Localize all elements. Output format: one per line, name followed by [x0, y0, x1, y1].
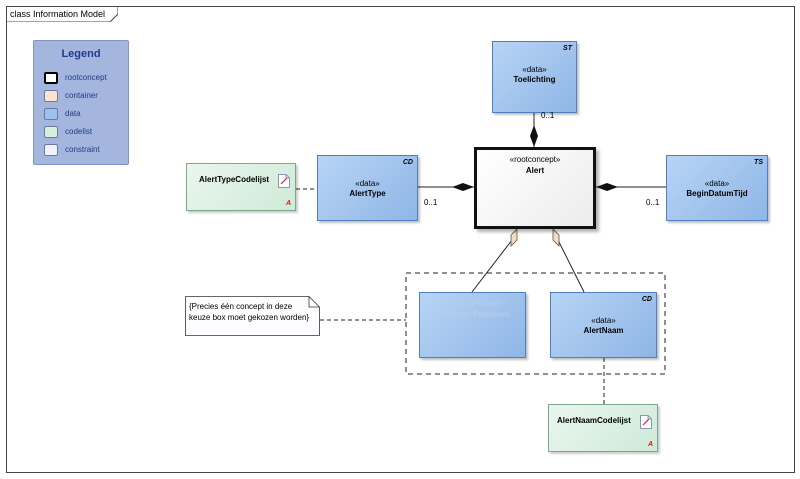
- document-icon: [278, 174, 290, 188]
- class-toelichting[interactable]: ST «data» Toelichting: [492, 41, 577, 113]
- alerttype-type-tag: CD: [402, 159, 413, 166]
- begindatumtijd-name: BeginDatumTijd: [686, 189, 748, 198]
- begindatumtijd-stereotype: «data»: [704, 179, 730, 188]
- multiplicity-toelichting: 0..1: [541, 111, 555, 120]
- legend-swatch-data: [44, 108, 58, 120]
- alerttypecodelijst-name: AlertTypeCodelijst: [199, 175, 270, 184]
- alerttype-composition-diamond: [452, 183, 474, 191]
- frame-tab-outline: [6, 6, 118, 22]
- class-alert[interactable]: «rootconcept» Alert: [474, 147, 596, 229]
- alertnaam-stereotype: «data»: [591, 316, 616, 325]
- legend-title: Legend: [61, 48, 101, 60]
- multiplicity-alerttype: 0..1: [424, 198, 438, 207]
- constraint-note[interactable]: {Precies één concept in deze keuze box m…: [185, 296, 320, 336]
- alert-stereotype: «rootconcept»: [509, 155, 561, 164]
- alerttypecodelijst-abstract-mark: A: [285, 200, 291, 207]
- toelichting-stereotype: «data»: [522, 65, 547, 74]
- toelichting-composition-diamond: [530, 125, 538, 147]
- frame-title-tab: class Information Model: [6, 6, 118, 22]
- toelichting-name: Toelichting: [513, 75, 556, 84]
- codelist-alerttypecodelijst[interactable]: AlertTypeCodelijst A: [186, 163, 296, 211]
- choice-box[interactable]: [405, 272, 666, 375]
- legend-swatch-constraint: [44, 144, 58, 156]
- document-icon: [640, 415, 652, 429]
- begindatumtijd-composition-diamond: [596, 183, 618, 191]
- alertnaam-name: AlertNaam: [583, 326, 624, 335]
- class-begindatumtijd[interactable]: TS «data» BeginDatumTijd: [666, 155, 768, 221]
- legend: Legend rootconcept container data codeli…: [33, 40, 129, 165]
- note-outline: [185, 296, 320, 336]
- codelist-alertnaamcodelijst[interactable]: AlertNaamCodelijst A: [548, 404, 658, 452]
- legend-swatch-codelist: [44, 126, 58, 138]
- conditie-connector[interactable]: [471, 239, 513, 293]
- class-conditie-probleem[interactable]: «data,reference» Conditie::Probleem: [419, 292, 526, 358]
- alertnaam-connector[interactable]: [557, 239, 585, 293]
- begindatumtijd-type-tag: TS: [754, 159, 763, 166]
- alertnaam-aggregation-diamond: [552, 228, 560, 247]
- legend-swatch-rootconcept: [44, 72, 58, 84]
- alert-name: Alert: [525, 166, 545, 175]
- conditie-name: Conditie::Probleem: [435, 310, 510, 319]
- multiplicity-begindatumtijd: 0..1: [646, 198, 660, 207]
- toelichting-type-tag: ST: [563, 45, 572, 52]
- alertnaamcodelijst-abstract-mark: A: [647, 441, 653, 448]
- alerttype-stereotype: «data»: [355, 179, 380, 188]
- note-text: {Precies één concept in deze keuze box m…: [189, 302, 310, 322]
- class-alerttype[interactable]: CD «data» AlertType: [317, 155, 418, 221]
- diagram-frame: [6, 6, 795, 473]
- frame-title: class Information Model: [10, 9, 106, 19]
- alertnaam-type-tag: CD: [641, 296, 652, 303]
- alertnaamcodelijst-name: AlertNaamCodelijst: [557, 416, 631, 425]
- alerttype-name: AlertType: [349, 189, 386, 198]
- conditie-stereotype: «data,reference»: [442, 299, 503, 308]
- class-alertnaam[interactable]: CD «data» AlertNaam: [550, 292, 657, 358]
- conditie-aggregation-diamond: [510, 228, 518, 247]
- legend-swatch-container: [44, 90, 58, 102]
